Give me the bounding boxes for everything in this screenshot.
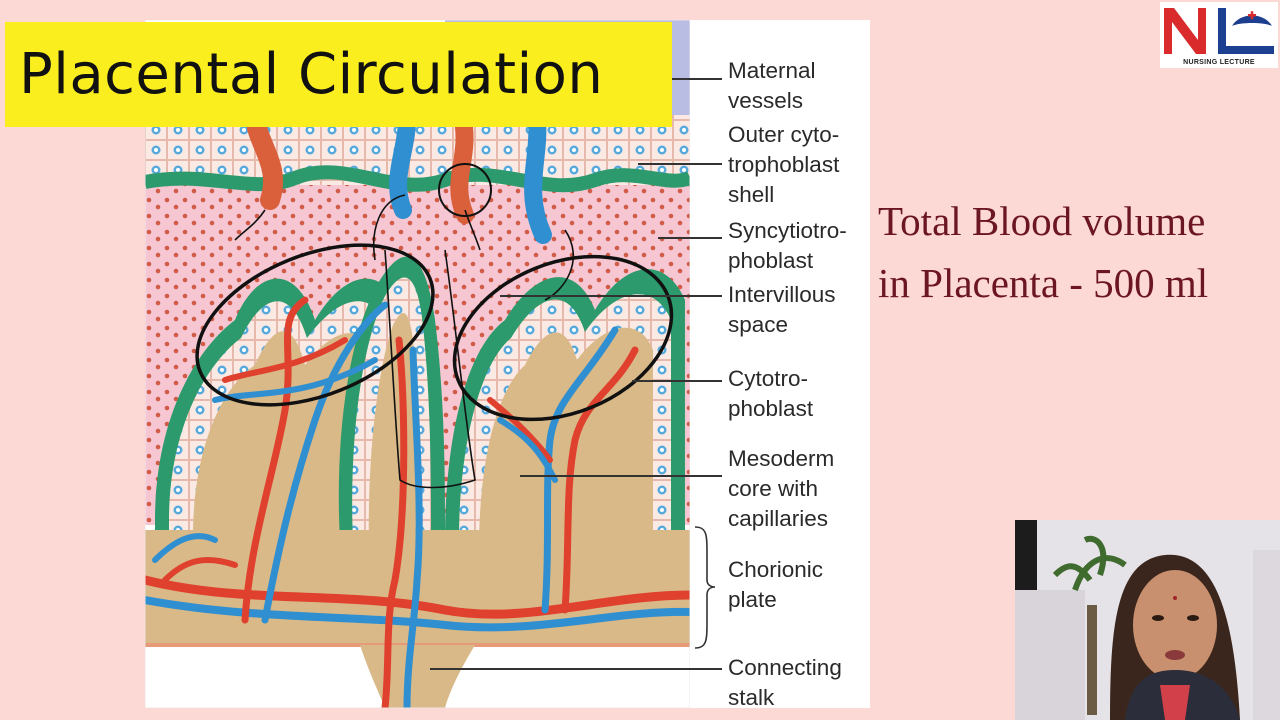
blood-volume-note: Total Blood volume in Placenta - 500 ml (878, 198, 1209, 306)
maternal-vein-a (389, 111, 416, 219)
villus-right (445, 269, 685, 580)
logo-subtitle: NURSING LECTURE (1183, 59, 1255, 66)
label-maternal-vessels: Maternal vessels (728, 58, 816, 113)
page-title: Placental Circulation (19, 42, 604, 107)
leader-mesoderm (520, 475, 722, 477)
logo-mark (1164, 8, 1274, 54)
title-banner: Placental Circulation (5, 22, 672, 127)
presenter-image (1015, 520, 1280, 720)
fetal-vessels (145, 296, 690, 708)
label-mesoderm-core: Mesoderm core with capillaries (728, 446, 835, 531)
label-chorionic-plate: Chorionic plate (728, 557, 824, 612)
leader-syncytiotrophoblast (658, 237, 722, 239)
placenta-diagram (145, 20, 690, 708)
label-intervillous-space: Intervillous space (728, 282, 836, 337)
label-connecting-stalk: Connecting stalk (728, 655, 842, 710)
leader-connecting-stalk (430, 668, 722, 670)
label-outer-cytotrophoblast-shell: Outer cyto- trophoblast shell (728, 122, 840, 207)
leader-intervillous (500, 295, 722, 297)
leader-outer-cytotrophoblast (638, 163, 722, 165)
nursing-lecture-logo: NURSING LECTURE (1160, 2, 1278, 68)
chorionic-plate-bracket (694, 526, 716, 649)
label-syncytiotrophoblast: Syncytiotro- phoblast (728, 218, 847, 273)
maternal-artery-left (247, 118, 284, 210)
leader-cytotrophoblast (632, 380, 722, 382)
leader-maternal-vessels (672, 78, 722, 80)
maternal-artery-mid (450, 111, 474, 224)
presenter-webcam (1015, 520, 1280, 720)
label-cytotrophoblast: Cytotro- phoblast (728, 366, 814, 421)
maternal-vein-b (524, 111, 552, 244)
